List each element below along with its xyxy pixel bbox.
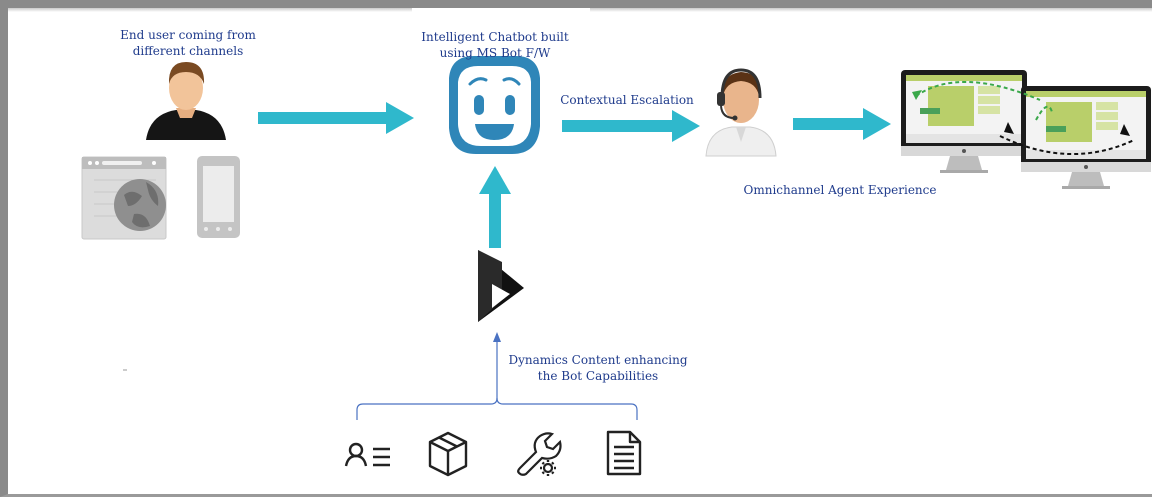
mobile-phone-icon xyxy=(197,156,240,238)
service-wrench-icon xyxy=(517,432,562,476)
arrow-user-to-bot xyxy=(258,102,414,134)
dynamics-logo-icon xyxy=(478,250,524,322)
arrow-agent-to-desktop xyxy=(793,108,891,140)
content-brace xyxy=(356,397,638,420)
desktop-monitor-icon xyxy=(901,70,1027,173)
end-user-label-line1: End user coming from xyxy=(120,28,256,42)
escalation-label: Contextual Escalation xyxy=(560,93,694,107)
dynamics-label: Dynamics Content enhancing the Bot Capab… xyxy=(492,352,704,384)
thin-arrow-content-to-dynamics xyxy=(493,332,501,400)
arrow-bot-to-agent xyxy=(562,110,700,142)
chatbot-label-line1: Intelligent Chatbot built xyxy=(421,30,569,44)
document-icon xyxy=(606,430,642,476)
end-user-label: End user coming from different channels xyxy=(98,27,278,59)
chatbot-face-icon xyxy=(449,56,540,154)
end-user-label-line2: different channels xyxy=(132,44,244,58)
dynamics-label-line1: Dynamics Content enhancing xyxy=(508,353,688,367)
browser-globe-icon xyxy=(81,156,167,240)
desktop-monitor-icon-2 xyxy=(1021,86,1151,189)
frame-notch xyxy=(412,8,590,14)
product-box-icon xyxy=(428,431,468,477)
user-icon xyxy=(146,62,226,140)
chatbot-label: Intelligent Chatbot built using MS Bot F… xyxy=(402,29,588,61)
dynamics-label-line2: the Bot Capabilities xyxy=(537,369,659,383)
agent-headset-icon xyxy=(705,68,777,157)
contact-list-icon xyxy=(344,442,390,467)
chatbot-label-line2: using MS Bot F/W xyxy=(439,46,551,60)
arrow-dynamics-to-bot xyxy=(479,166,511,248)
agent-experience-label: Omnichannel Agent Experience xyxy=(743,183,937,197)
monitor-connector-arcs xyxy=(912,81,1135,155)
